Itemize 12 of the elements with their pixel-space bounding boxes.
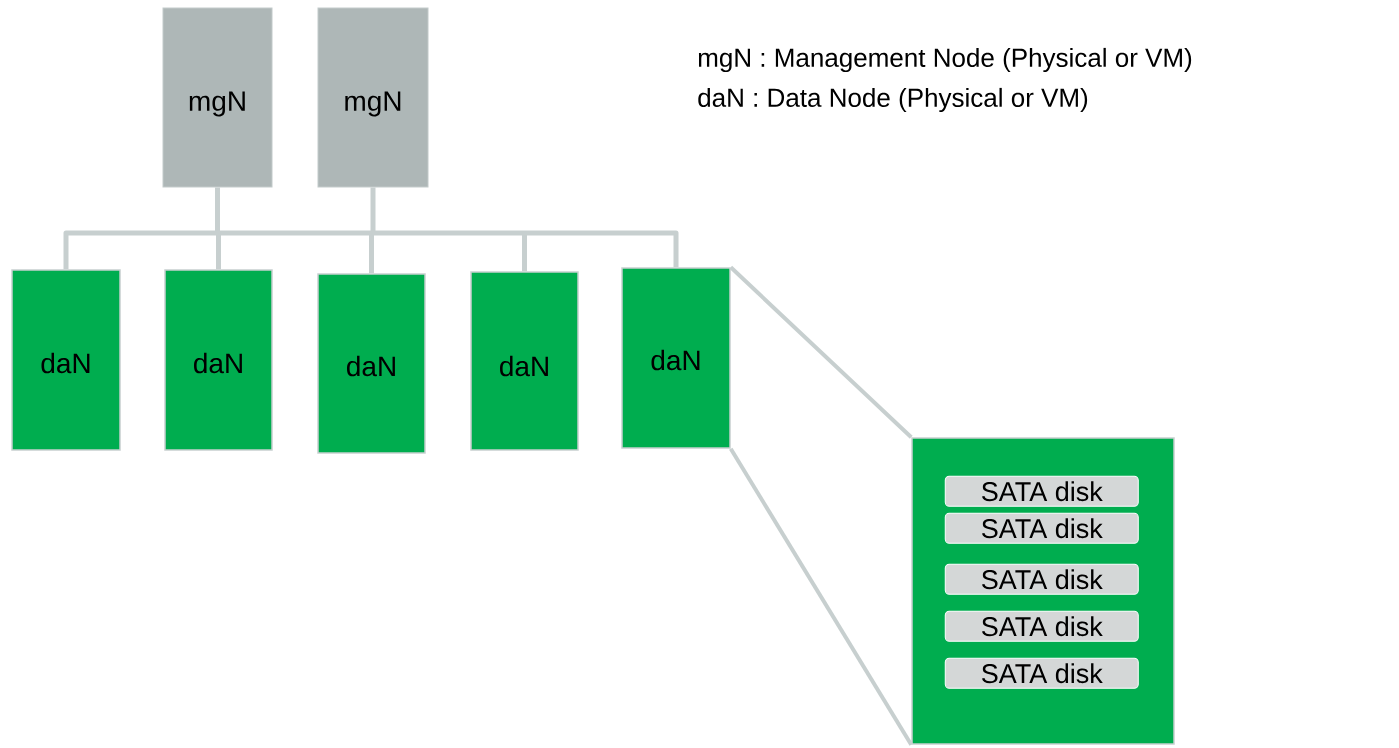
data-node-box: daN bbox=[621, 267, 731, 449]
legend-text: mgN : Management Node (Physical or VM) bbox=[698, 47, 1192, 73]
data-node-box: daN bbox=[11, 269, 121, 451]
server-box: mgN bbox=[162, 7, 273, 188]
data-node-box: daN bbox=[164, 269, 273, 451]
data-node-box: daN bbox=[470, 271, 579, 451]
server-box: mgN bbox=[317, 7, 429, 188]
data-node-box: daN bbox=[317, 273, 426, 454]
connector-line bbox=[729, 447, 913, 746]
connector-bus bbox=[63, 185, 679, 276]
legend-text: daN : Data Node (Physical or VM) bbox=[698, 87, 1088, 113]
connector-line bbox=[729, 265, 913, 439]
